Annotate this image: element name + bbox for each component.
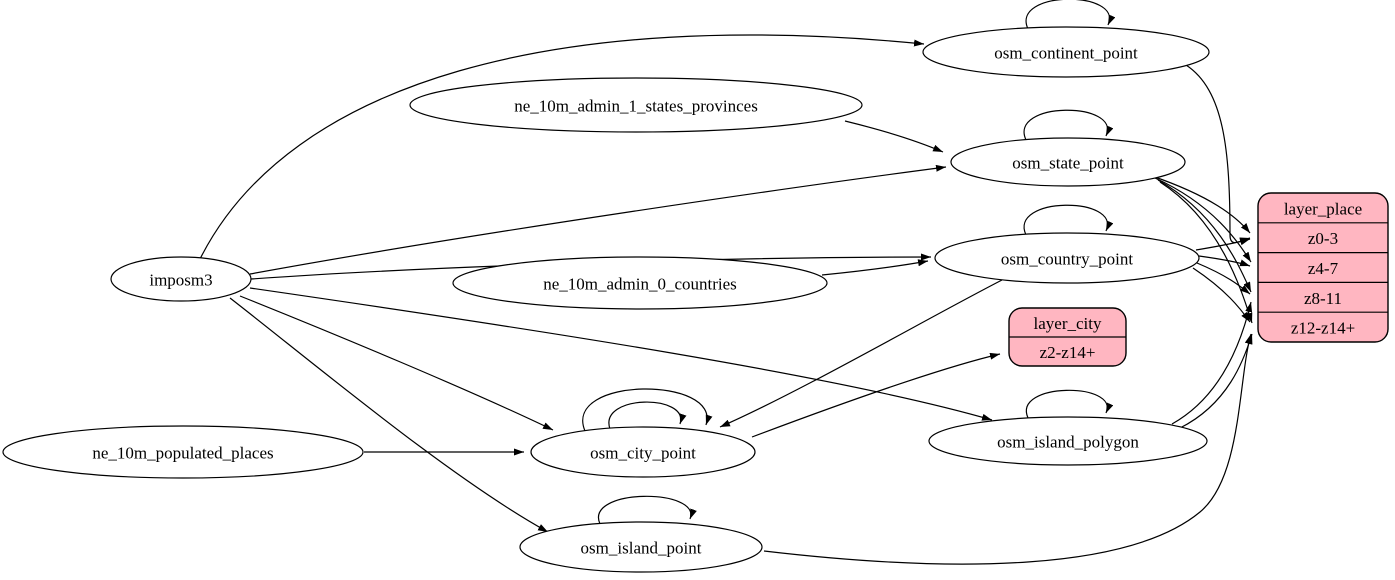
edge-imposm3-osm_island_point — [229, 297, 549, 533]
record-row-layer_place-0: z0-3 — [1308, 229, 1338, 248]
node-osm_country_point: osm_country_point — [934, 232, 1200, 284]
edge-imposm3-osm_island_polygon — [249, 287, 993, 421]
edge-osm_island_point-layer_place-z12-z14- — [763, 333, 1252, 565]
edge-osm_city_point-layer_city-z2-z14- — [751, 352, 1001, 438]
record-row-layer_place-2: z8-11 — [1304, 289, 1342, 308]
edge-osm_state_point-layer_place-z4-7 — [1154, 177, 1252, 263]
node-shape-ne_10m_populated_places — [2, 425, 364, 479]
self-loop-osm_island_point-osm_island_point — [597, 495, 697, 525]
record-layer_place: layer_place z0-3 z4-7 z8-11 z12-z14+ — [1257, 192, 1389, 343]
edge-osm_state_point-layer_place-z0-3 — [1151, 175, 1251, 234]
edge-ne_10m_admin_0_countries-osm_country_point — [821, 259, 929, 276]
node-osm_city_point: osm_city_point — [530, 426, 756, 478]
self-loop-osm_island_polygon-osm_island_polygon — [1025, 389, 1114, 419]
record-layer_city: layer_city z2-z14+ — [1008, 307, 1127, 367]
edge-osm_island_polygon-layer_place-z12-z14- — [1179, 333, 1253, 429]
edge-ne_10m_admin_1_states_provinces-osm_state_point — [844, 120, 944, 153]
edge-imposm3-osm_continent_point — [199, 34, 925, 260]
node-osm_state_point: osm_state_point — [950, 137, 1186, 187]
record-row-layer_city-0: z2-z14+ — [1040, 343, 1096, 362]
node-label-ne_10m_populated_places: ne_10m_populated_places — [92, 444, 273, 463]
node-shape-osm_country_point — [934, 232, 1200, 284]
node-label-osm_country_point: osm_country_point — [1001, 250, 1133, 269]
edge-osm_country_point-layer_place-z12-z14- — [1192, 267, 1251, 323]
edge-osm_country_point-layer_place-z8-11 — [1196, 262, 1251, 295]
edge-osm_country_point-layer_place-z4-7 — [1198, 255, 1251, 267]
node-osm_continent_point: osm_continent_point — [922, 26, 1210, 78]
edge-osm_country_point-layer_place-z0-3 — [1195, 238, 1251, 251]
node-shape-osm_state_point — [950, 137, 1186, 187]
node-shape-osm_city_point — [530, 426, 756, 478]
record-header-layer_city: layer_city — [1034, 314, 1102, 333]
node-label-osm_island_point: osm_island_point — [581, 539, 702, 558]
record-box-layer_place — [1257, 192, 1389, 343]
node-shape-osm_continent_point — [922, 26, 1210, 78]
record-row-layer_place-3: z12-z14+ — [1291, 319, 1355, 338]
node-osm_island_point: osm_island_point — [519, 521, 763, 573]
node-shape-osm_island_point — [519, 521, 763, 573]
record-row-layer_place-1: z4-7 — [1308, 259, 1339, 278]
node-ne_10m_admin_0_countries: ne_10m_admin_0_countries — [452, 256, 828, 310]
node-shape-osm_island_polygon — [928, 416, 1208, 466]
self-loop-osm_country_point-osm_country_point — [1023, 204, 1114, 236]
node-shape-imposm3 — [110, 256, 252, 302]
edge-osm_state_point-layer_place-z8-11 — [1157, 179, 1252, 293]
self-loop-osm_city_point-osm_city_point — [608, 401, 687, 430]
node-label-ne_10m_admin_1_states_provinces: ne_10m_admin_1_states_provinces — [514, 97, 758, 116]
edge-osm_island_polygon-layer_place-z8-11 — [1171, 301, 1253, 425]
self-loop-osm_city_point-osm_city_point-2 — [582, 388, 713, 432]
node-imposm3: imposm3 — [110, 256, 252, 302]
edge-osm_continent_point-layer_place-z0-3 — [1185, 64, 1251, 245]
node-label-osm_continent_point: osm_continent_point — [994, 44, 1138, 63]
node-label-osm_island_polygon: osm_island_polygon — [997, 433, 1139, 452]
self-loop-osm_continent_point-osm_continent_point — [1025, 0, 1116, 30]
edge-imposm3-osm_state_point — [249, 164, 947, 275]
node-ne_10m_populated_places: ne_10m_populated_places — [2, 425, 364, 479]
node-shape-ne_10m_admin_0_countries — [452, 256, 828, 310]
node-shape-ne_10m_admin_1_states_provinces — [409, 77, 863, 133]
node-label-osm_city_point: osm_city_point — [590, 444, 696, 463]
node-osm_island_polygon: osm_island_polygon — [928, 416, 1208, 466]
node-label-ne_10m_admin_0_countries: ne_10m_admin_0_countries — [543, 275, 737, 294]
node-label-osm_state_point: osm_state_point — [1012, 154, 1124, 173]
node-label-imposm3: imposm3 — [149, 271, 212, 290]
edge-osm_country_point-osm_city_point — [719, 279, 1003, 428]
edge-imposm3-osm_city_point — [239, 295, 554, 431]
node-ne_10m_admin_1_states_provinces: ne_10m_admin_1_states_provinces — [409, 77, 863, 133]
record-header-layer_place: layer_place — [1284, 199, 1362, 218]
self-loop-osm_state_point-osm_state_point — [1023, 109, 1114, 141]
